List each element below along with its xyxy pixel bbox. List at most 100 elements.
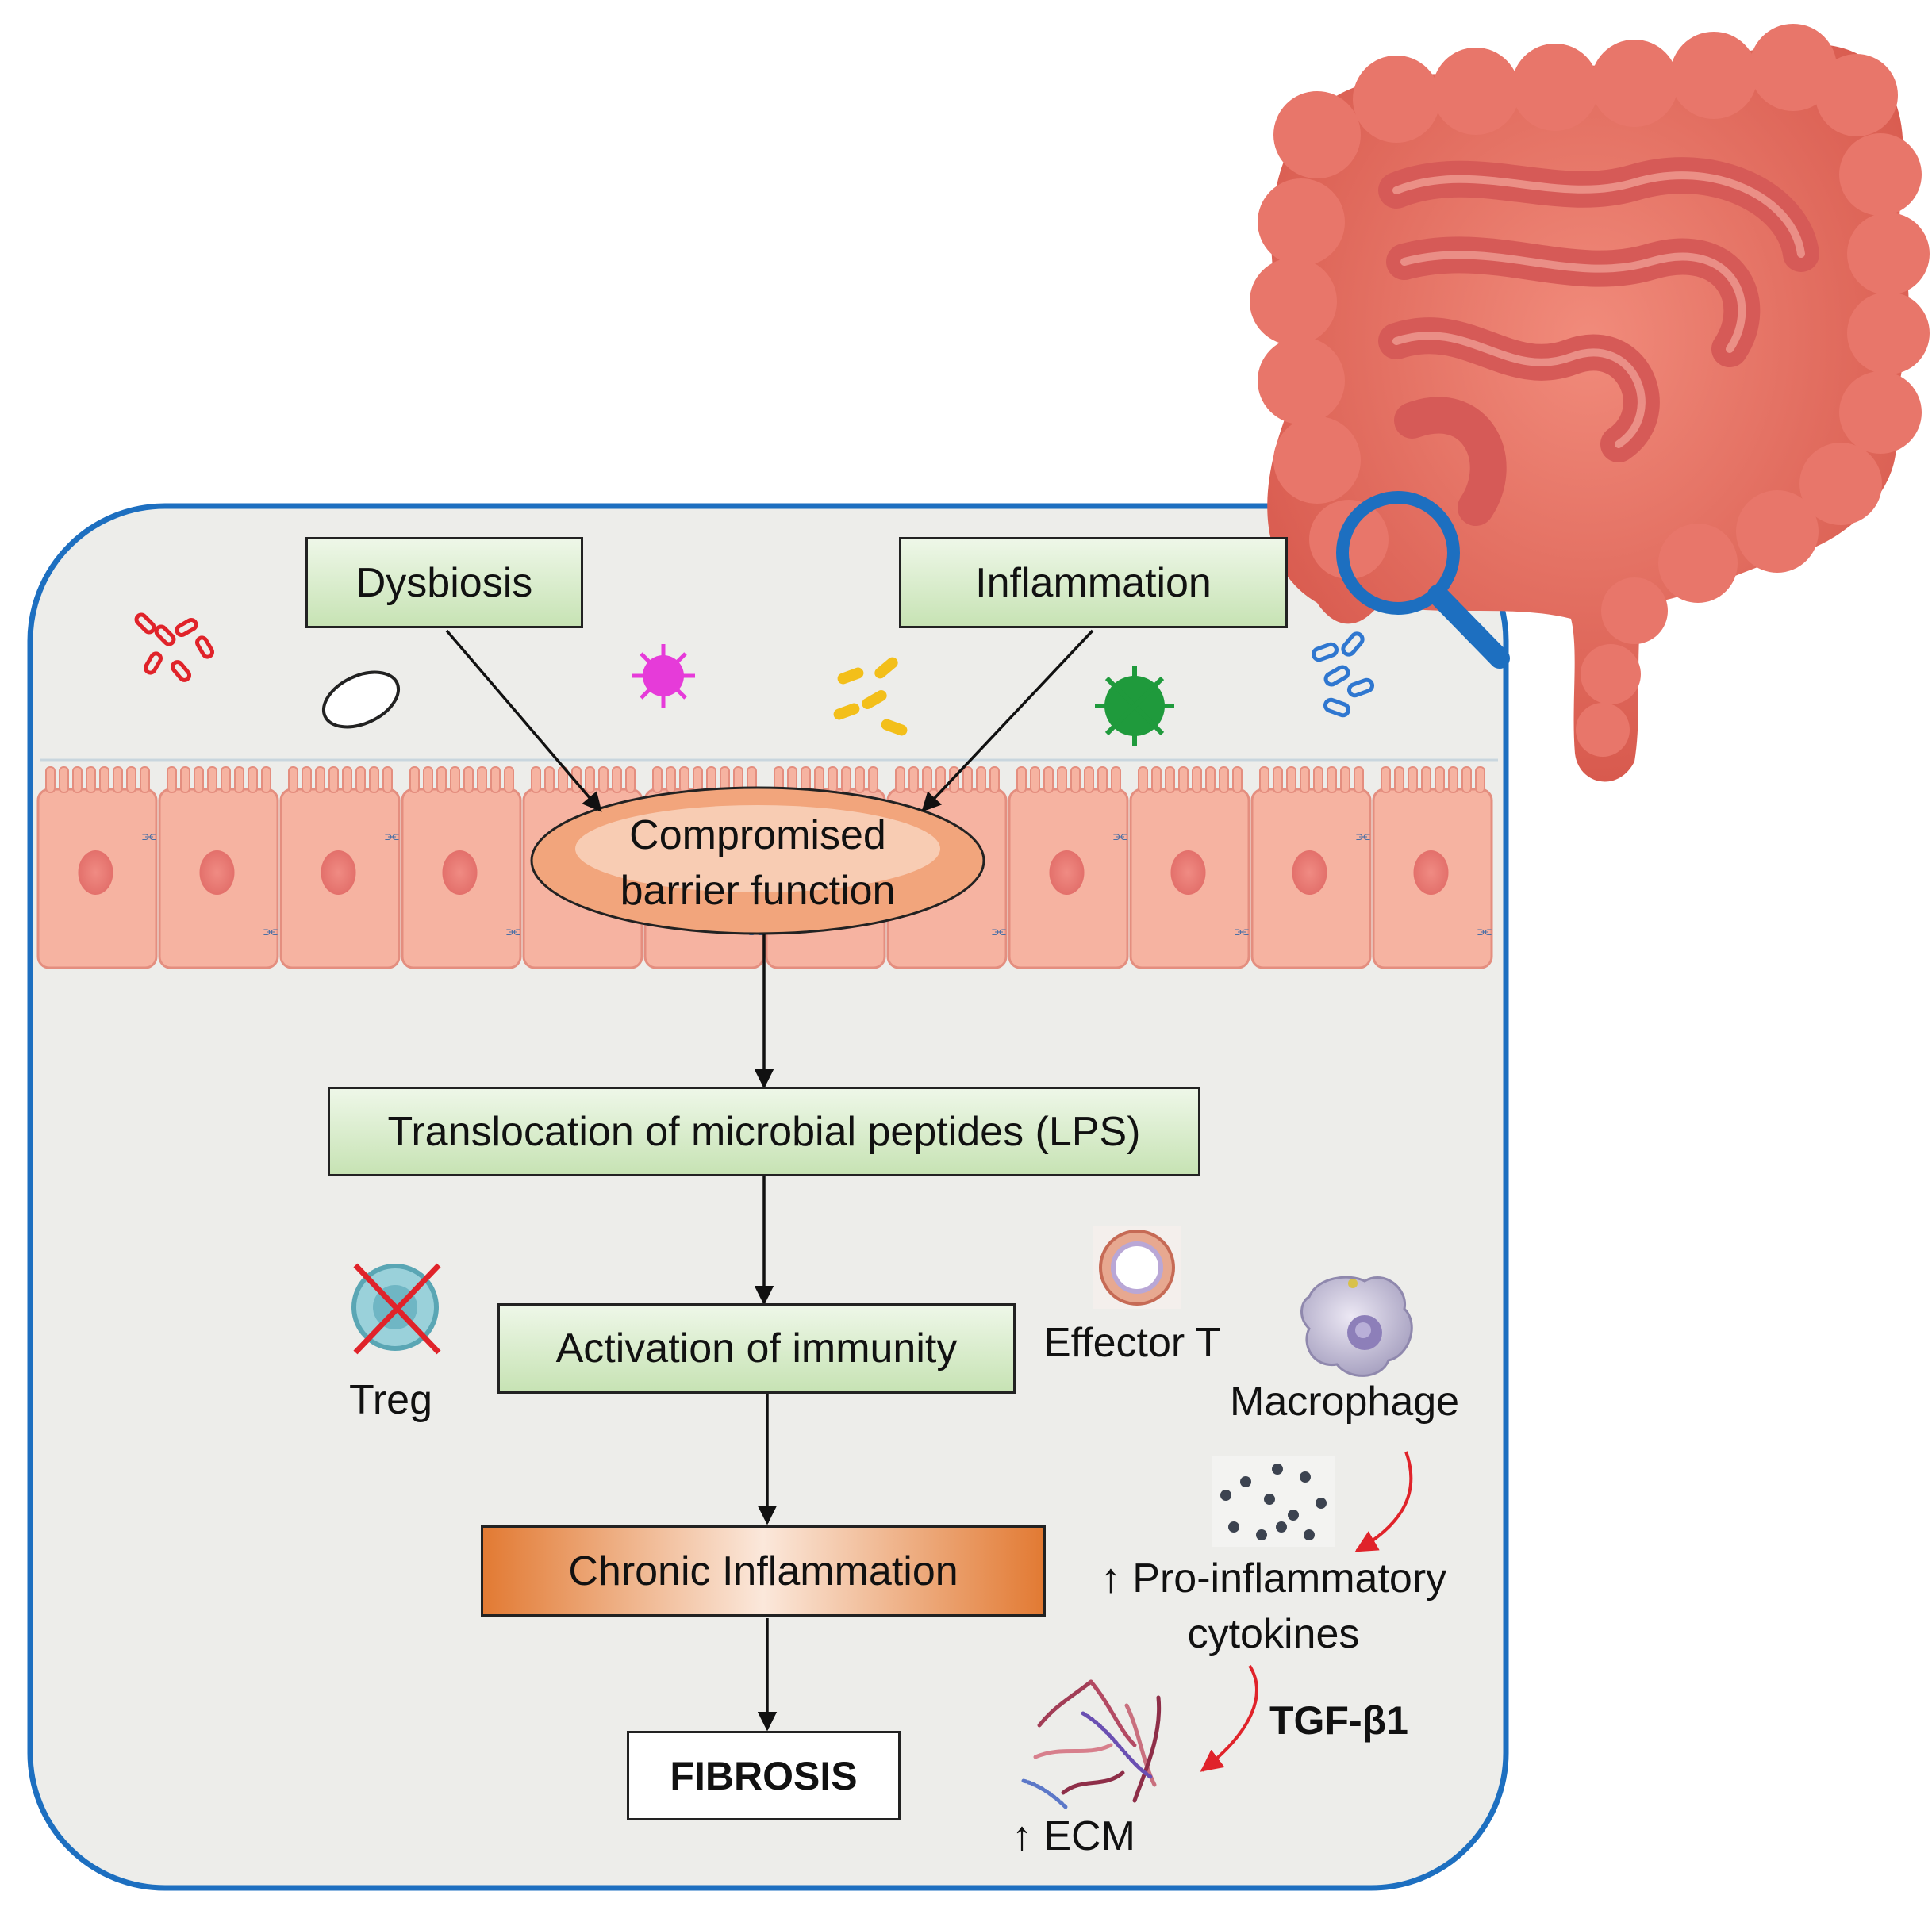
microvillus [1313, 766, 1323, 793]
microvillus [1030, 766, 1040, 793]
macrophage-label: Macrophage [1230, 1379, 1460, 1425]
ecm-label: ↑ ECM [1012, 1813, 1135, 1859]
node-translocation-label: Translocation of microbial peptides (LPS… [387, 1108, 1141, 1155]
cell-nucleus [442, 850, 478, 895]
virus-icon [632, 644, 695, 708]
microvillus [1435, 766, 1445, 793]
effector-t-cell-icon [1093, 1226, 1181, 1309]
node-inflammation-label: Inflammation [975, 559, 1212, 606]
microvillus [1016, 766, 1027, 793]
microvillus [302, 766, 312, 793]
bacilli-icon [833, 657, 908, 736]
cell-nucleus [199, 850, 235, 895]
microvillus [1138, 766, 1148, 793]
tight-junction-icon: ⫘ [385, 826, 399, 845]
microvillus [693, 766, 703, 793]
microvillus [207, 766, 217, 793]
node-inflammation: Inflammation [899, 537, 1288, 628]
microvillus [328, 766, 339, 793]
microvillus [369, 766, 379, 793]
cytokines-label: ↑ Pro-inflammatory cytokines [1067, 1551, 1480, 1662]
microvillus [544, 766, 555, 793]
cytokines-line2: cytokines [1187, 1611, 1360, 1657]
microvillus [908, 766, 919, 793]
microvillus [315, 766, 325, 793]
microvillus [841, 766, 851, 793]
tight-junction-icon: ⫘ [506, 921, 520, 940]
cell-nucleus [1170, 850, 1206, 895]
microvillus [490, 766, 501, 793]
tgf-label: TGF-β1 [1269, 1698, 1408, 1743]
microvillus [895, 766, 905, 793]
microvillus [1273, 766, 1283, 793]
microvillus [1475, 766, 1485, 793]
microvillus [1408, 766, 1418, 793]
microvillus [1381, 766, 1391, 793]
arrow-cytokines-ecm [1200, 1664, 1258, 1772]
ecm-fibers-icon [1021, 1679, 1162, 1811]
tight-junction-icon: ⫘ [1235, 921, 1249, 940]
microvillus [423, 766, 433, 793]
virus-icon-green [1095, 666, 1174, 746]
node-chronic-inflammation: Chronic Inflammation [481, 1525, 1046, 1617]
node-chronic-label: Chronic Inflammation [568, 1548, 958, 1594]
microvillus [652, 766, 663, 793]
microvillus [1300, 766, 1310, 793]
microvillus [436, 766, 447, 793]
effector-t-label: Effector T [1043, 1320, 1221, 1366]
microvillus [679, 766, 689, 793]
tight-junction-icon: ⫘ [142, 826, 156, 845]
arrow-macrophage-cytokines [1354, 1451, 1413, 1552]
microvillus [382, 766, 393, 793]
microvillus [59, 766, 69, 793]
microvillus [1448, 766, 1458, 793]
microvillus [477, 766, 487, 793]
microvillus [531, 766, 541, 793]
microvillus [45, 766, 56, 793]
tight-junction-icon: ⫘ [1477, 921, 1492, 940]
microvillus [922, 766, 932, 793]
microvillus [288, 766, 298, 793]
cell-nucleus [1292, 850, 1327, 895]
arrow-inflammation-barrier [921, 629, 1094, 812]
microvillus [1070, 766, 1081, 793]
node-barrier-line1: Compromised [629, 812, 886, 858]
microvillus [1259, 766, 1269, 793]
arrow-dysbiosis-barrier [445, 629, 602, 812]
microvillus [585, 766, 595, 793]
microvillus [1340, 766, 1350, 793]
microvillus [1232, 766, 1243, 793]
microvillus [612, 766, 622, 793]
microvillus [355, 766, 366, 793]
microvillus [1151, 766, 1162, 793]
microvillus [409, 766, 420, 793]
microvillus [99, 766, 109, 793]
treg-cell-icon [351, 1263, 441, 1355]
microvillus [126, 766, 136, 793]
microvillus [180, 766, 190, 793]
microvillus [989, 766, 1000, 793]
microvillus [113, 766, 123, 793]
tight-junction-icon: ⫘ [1356, 826, 1370, 845]
cell-nucleus [1049, 850, 1085, 895]
microvillus [167, 766, 177, 793]
cell-nucleus [321, 850, 356, 895]
magnifier-icon [1336, 491, 1510, 669]
microvillus [828, 766, 838, 793]
treg-label: Treg [349, 1377, 432, 1423]
node-fibrosis: FIBROSIS [627, 1731, 901, 1820]
microvillus [1354, 766, 1364, 793]
microvillus [814, 766, 824, 793]
microvillus [855, 766, 865, 793]
macrophage-icon [1300, 1276, 1413, 1377]
microvillus [450, 766, 460, 793]
microvillus [1394, 766, 1404, 793]
microvillus [504, 766, 514, 793]
microvillus [1286, 766, 1296, 793]
microvillus [868, 766, 878, 793]
tight-junction-icon: ⫘ [263, 921, 278, 940]
microvillus [1421, 766, 1431, 793]
node-dysbiosis: Dysbiosis [305, 537, 583, 628]
microvillus [248, 766, 258, 793]
